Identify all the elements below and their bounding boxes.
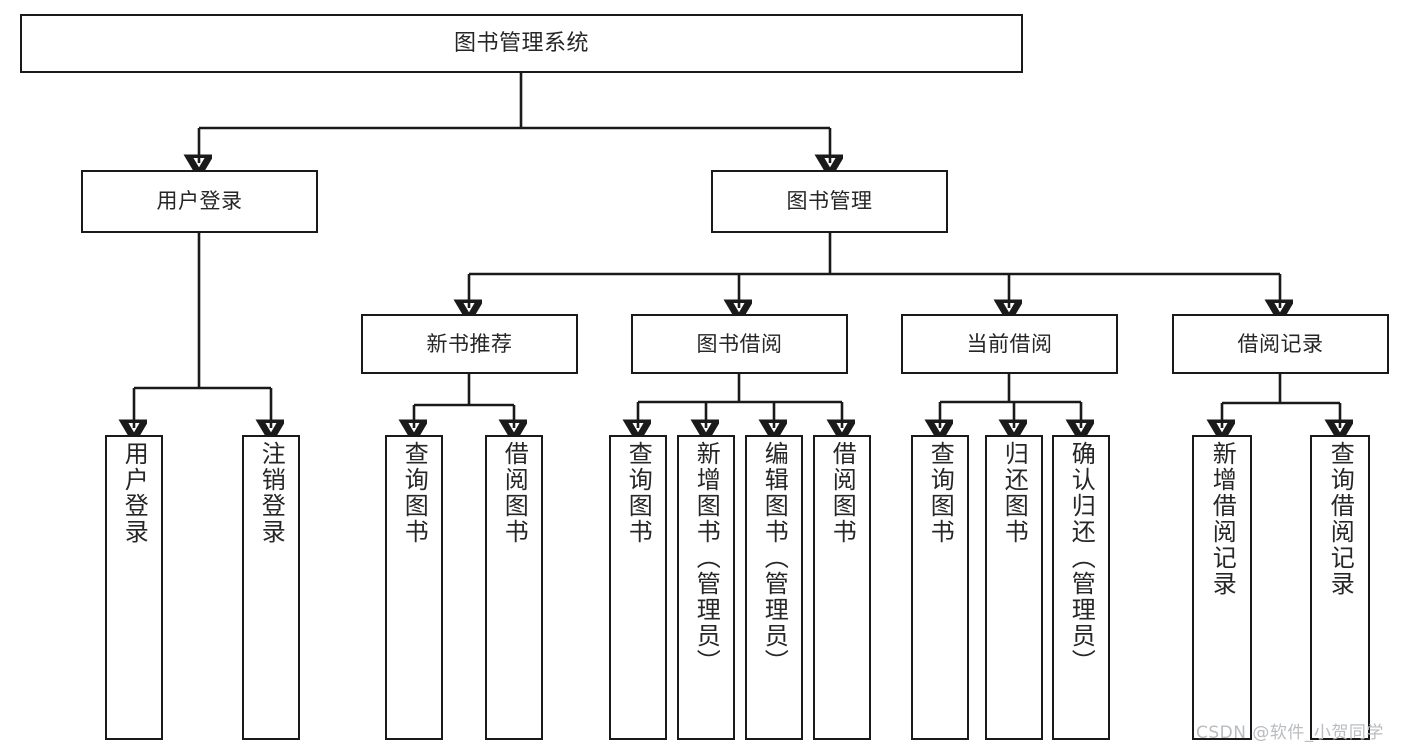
leaf-query-book-newbook-label: 查询图书 <box>400 441 429 545</box>
leaf-user-login-label: 用户登录 <box>120 441 149 545</box>
leaf-confirm-return[interactable]: 确认归还（管理员） <box>1052 435 1110 740</box>
leaf-return-book[interactable]: 归还图书 <box>985 435 1043 740</box>
leaf-borrow-book-label: 借阅图书 <box>828 441 857 545</box>
leaf-confirm-return-label: 确认归还（管理员） <box>1067 441 1096 675</box>
leaf-borrow-book-newbook[interactable]: 借阅图书 <box>485 435 543 740</box>
node-new-book-recommend-label: 新书推荐 <box>426 331 513 356</box>
node-borrow-records-label: 借阅记录 <box>1237 331 1324 356</box>
node-user-login-label: 用户登录 <box>156 189 243 214</box>
leaf-return-book-label: 归还图书 <box>1000 441 1029 545</box>
leaf-query-book-borrow-label: 查询图书 <box>624 441 653 545</box>
leaf-add-book[interactable]: 新增图书（管理员） <box>677 435 735 740</box>
leaf-query-book-borrow[interactable]: 查询图书 <box>609 435 667 740</box>
leaf-borrow-book[interactable]: 借阅图书 <box>813 435 871 740</box>
node-borrow-records[interactable]: 借阅记录 <box>1172 314 1389 374</box>
node-root[interactable]: 图书管理系统 <box>20 14 1023 73</box>
node-current-borrow[interactable]: 当前借阅 <box>901 314 1118 374</box>
leaf-borrow-book-newbook-label: 借阅图书 <box>500 441 529 545</box>
leaf-edit-book[interactable]: 编辑图书（管理员） <box>745 435 803 740</box>
leaf-user-login[interactable]: 用户登录 <box>105 435 163 740</box>
node-new-book-recommend[interactable]: 新书推荐 <box>361 314 578 374</box>
leaf-query-book-newbook[interactable]: 查询图书 <box>385 435 443 740</box>
node-user-login[interactable]: 用户登录 <box>81 170 318 233</box>
leaf-add-borrow-record-label: 新增借阅记录 <box>1208 441 1237 597</box>
leaf-query-borrow-record[interactable]: 查询借阅记录 <box>1310 435 1370 740</box>
node-root-label: 图书管理系统 <box>453 30 589 56</box>
leaf-query-borrow-record-label: 查询借阅记录 <box>1326 441 1355 597</box>
leaf-query-book-current-label: 查询图书 <box>926 441 955 545</box>
node-book-management[interactable]: 图书管理 <box>711 170 948 233</box>
leaf-add-book-label: 新增图书（管理员） <box>692 441 721 675</box>
leaf-logout-login-label: 注销登录 <box>257 441 286 545</box>
leaf-query-book-current[interactable]: 查询图书 <box>911 435 969 740</box>
node-book-borrow-label: 图书借阅 <box>696 331 783 356</box>
node-book-management-label: 图书管理 <box>786 189 873 214</box>
node-current-borrow-label: 当前借阅 <box>966 331 1053 356</box>
node-book-borrow[interactable]: 图书借阅 <box>631 314 848 374</box>
leaf-logout-login[interactable]: 注销登录 <box>242 435 300 740</box>
leaf-edit-book-label: 编辑图书（管理员） <box>760 441 789 675</box>
leaf-add-borrow-record[interactable]: 新增借阅记录 <box>1192 435 1252 740</box>
